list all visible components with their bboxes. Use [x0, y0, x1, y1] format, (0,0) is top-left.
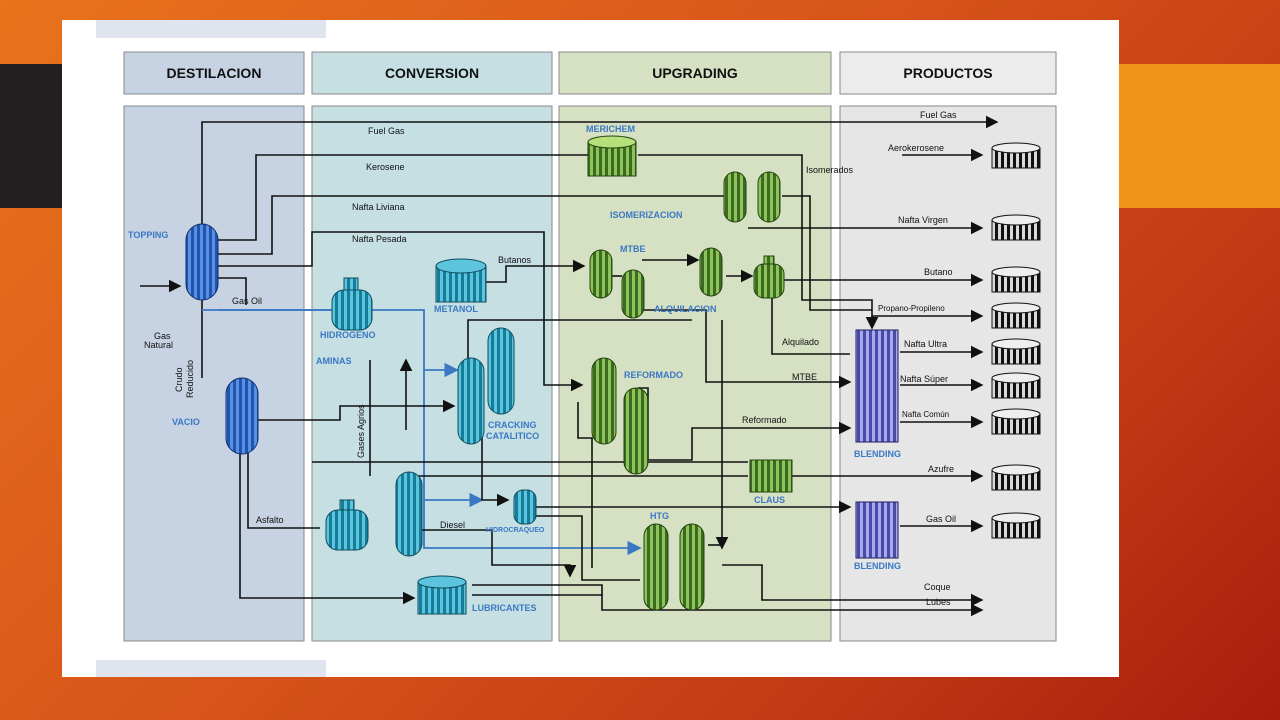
stream-natural: Natural: [144, 340, 173, 350]
label-vacio: VACIO: [172, 417, 200, 427]
stream-reducido: Reducido: [185, 360, 195, 398]
tank-gas-oil: [991, 512, 1041, 539]
product-nafta-virgen: Nafta Virgen: [898, 215, 948, 225]
reformado-column-2: [623, 387, 649, 475]
hidrogeno-vessel: [331, 277, 373, 331]
label-hidrocraqueo: HIDROCRAQUEO: [486, 527, 545, 534]
svg-text:CONVERSION: CONVERSION: [385, 65, 479, 81]
label-merichem: MERICHEM: [586, 124, 635, 134]
alquilacion-column: [699, 247, 723, 297]
panel-conversion: [311, 105, 553, 642]
stream-kerosene: Kerosene: [366, 162, 405, 172]
label-claus: CLAUS: [754, 495, 785, 505]
slide: DESTILACION CONVERSION UPGRADING PRODUCT…: [62, 20, 1119, 677]
svg-text:PRODUCTOS: PRODUCTOS: [903, 65, 992, 81]
product-tanks: [991, 142, 1041, 539]
product-gas-oil: Gas Oil: [926, 514, 956, 524]
label-reformado: REFORMADO: [624, 370, 683, 380]
tank-nafta-comun: [991, 408, 1041, 435]
tank-azufre: [991, 464, 1041, 491]
label-topping: TOPPING: [128, 230, 168, 240]
reformado-column-1: [591, 357, 617, 445]
product-coque: Coque: [924, 582, 951, 592]
mtbe-column-1: [589, 249, 613, 299]
product-nafta-ultra: Nafta Ultra: [904, 339, 947, 349]
tank-nafta-super: [991, 372, 1041, 399]
label-mtbe: MTBE: [620, 244, 646, 254]
label-lubricantes: LUBRICANTES: [472, 603, 537, 613]
htg-column-1: [643, 523, 669, 611]
label-hidrogeno: HIDROGENO: [320, 330, 376, 340]
stream-nafta-pesada: Nafta Pesada: [352, 234, 407, 244]
product-aerokerosene: Aerokerosene: [888, 143, 944, 153]
tank-butano: [991, 266, 1041, 293]
panel-destilacion: [123, 105, 305, 642]
product-nafta-comun: Nafta Común: [902, 410, 949, 419]
tank-propano: [991, 302, 1041, 329]
mtbe-column-2: [621, 269, 645, 319]
decor-orange-bar: [1118, 64, 1280, 208]
stream-butanos: Butanos: [498, 255, 532, 265]
htg-column-2: [679, 523, 705, 611]
label-aminas: AMINAS: [316, 356, 352, 366]
svg-text:DESTILACION: DESTILACION: [167, 65, 262, 81]
coker-column: [395, 471, 423, 557]
stream-reformado: Reformado: [742, 415, 787, 425]
blending-unit-2: [855, 501, 899, 559]
isomerizacion-column-2: [757, 171, 781, 223]
cracking-column-1: [457, 357, 485, 445]
vacio-column: [225, 377, 259, 455]
isomerizacion-column-1: [723, 171, 747, 223]
stream-isomerados: Isomerados: [806, 165, 854, 175]
tank-nafta-virgen: [991, 214, 1041, 241]
asfalto-vessel: [325, 499, 369, 551]
product-lubes: Lubes: [926, 597, 951, 607]
stream-alquilado: Alquilado: [782, 337, 819, 347]
label-isomerizacion: ISOMERIZACION: [610, 210, 683, 220]
product-fuel-gas: Fuel Gas: [920, 110, 957, 120]
merichem-tank: [587, 135, 637, 177]
stream-gases-agrios: Gases Agrios: [356, 404, 366, 458]
svg-text:UPGRADING: UPGRADING: [652, 65, 738, 81]
tank-aerokerosene: [991, 142, 1041, 169]
header-upgrading: UPGRADING: [558, 51, 832, 95]
stream-diesel: Diesel: [440, 520, 465, 530]
label-blending-2: BLENDING: [854, 561, 901, 571]
decor-black-bar: [0, 64, 62, 208]
topping-column: [185, 223, 219, 301]
stream-gas: Gas: [154, 331, 171, 341]
claus-unit: [749, 459, 793, 493]
label-alquilacion: ALQUILACION: [654, 304, 717, 314]
stream-fuel-gas: Fuel Gas: [368, 126, 405, 136]
stream-gas-oil: Gas Oil: [232, 296, 262, 306]
label-blending-1: BLENDING: [854, 449, 901, 459]
cracking-column-2: [487, 327, 515, 415]
product-nafta-super: Nafta Súper: [900, 374, 948, 384]
label-htg: HTG: [650, 511, 669, 521]
header-destilacion: DESTILACION: [123, 51, 305, 95]
stream-mtbe: MTBE: [792, 372, 817, 382]
refinery-flow-diagram: DESTILACION CONVERSION UPGRADING PRODUCT…: [96, 20, 1057, 677]
metanol-tank: [435, 258, 487, 303]
lubricantes-tank: [417, 575, 467, 615]
alquilacion-vessel: [753, 255, 785, 299]
label-cracking: CRACKING: [488, 420, 537, 430]
stream-crudo: Crudo: [174, 367, 184, 392]
header-conversion: CONVERSION: [311, 51, 553, 95]
stream-nafta-liviana: Nafta Liviana: [352, 202, 405, 212]
label-metanol: METANOL: [434, 304, 478, 314]
hidrocraqueo-reactor: [513, 489, 537, 525]
blending-unit-1: [855, 329, 899, 443]
tank-nafta-ultra: [991, 338, 1041, 365]
product-butano: Butano: [924, 267, 953, 277]
product-propano: Propano-Propileno: [878, 304, 945, 313]
product-azufre: Azufre: [928, 464, 954, 474]
label-catalitico: CATALITICO: [486, 431, 539, 441]
header-productos: PRODUCTOS: [839, 51, 1057, 95]
stream-asfalto: Asfalto: [256, 515, 284, 525]
